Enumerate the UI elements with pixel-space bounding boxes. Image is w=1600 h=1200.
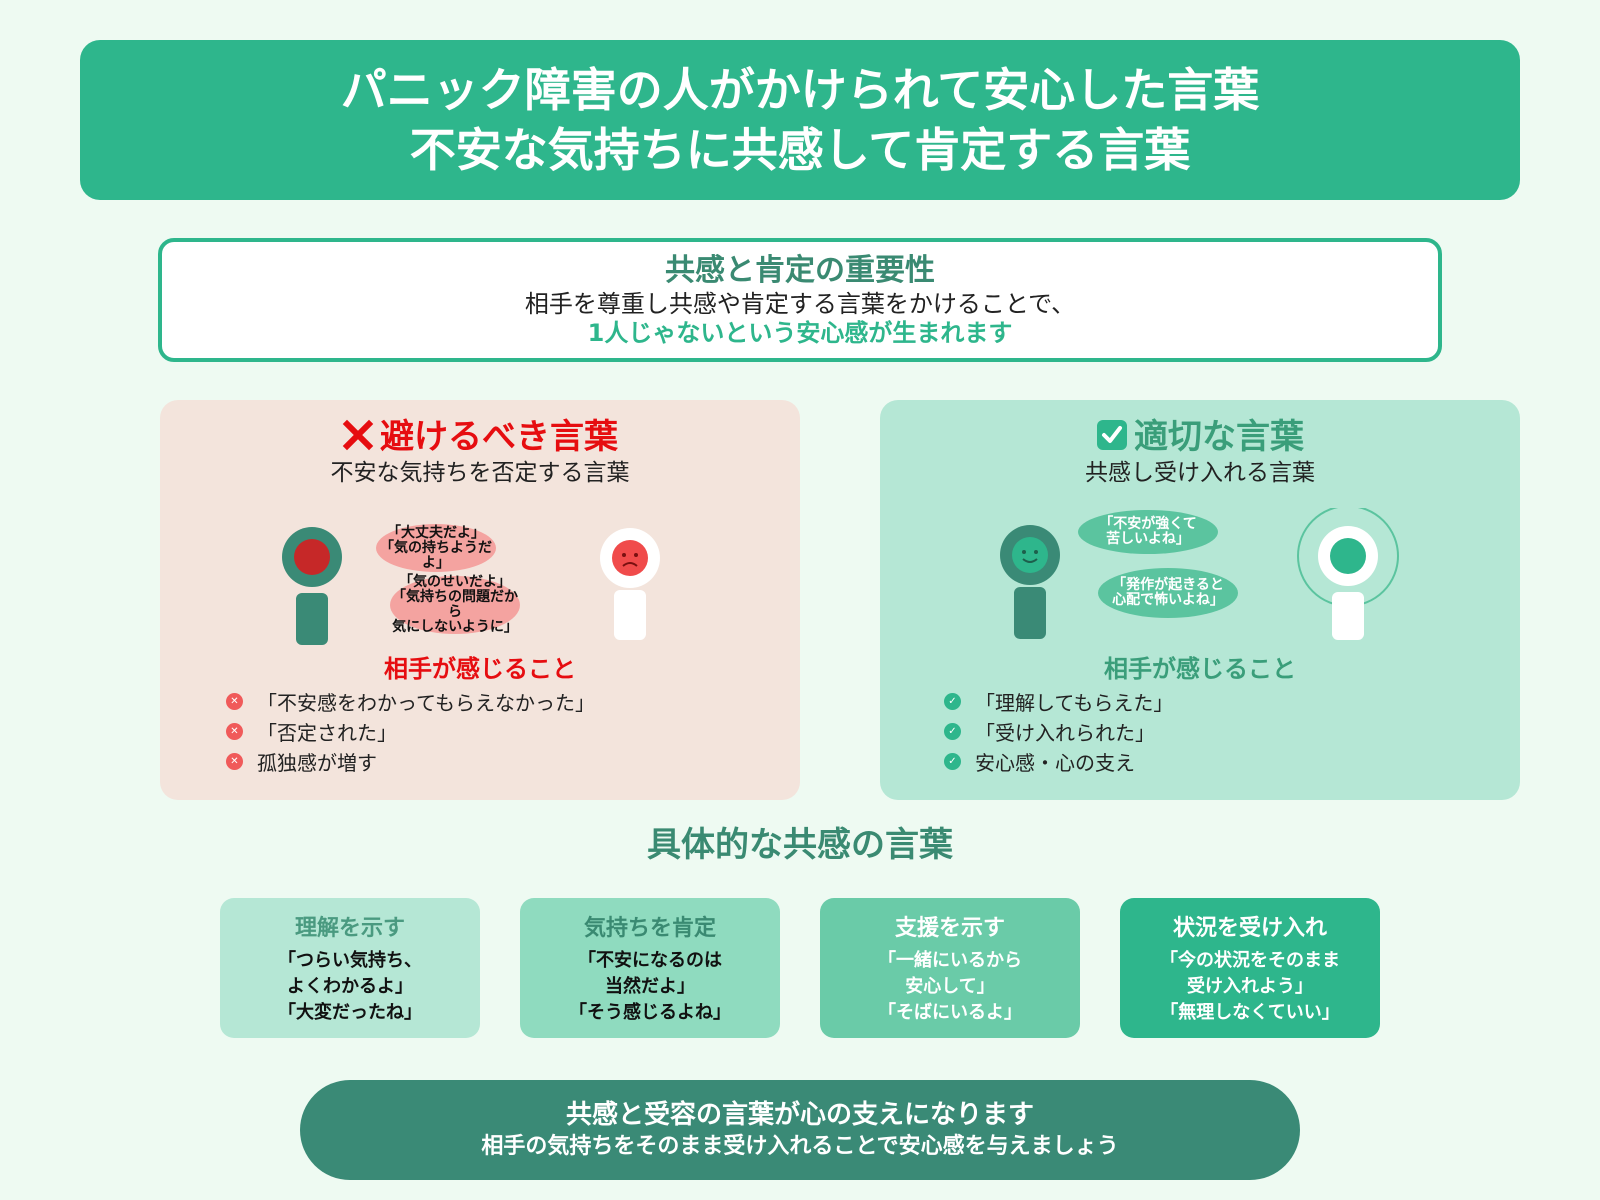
card-line: 「今の状況をそのまま	[1160, 950, 1340, 971]
speech-bubble: 「気のせいだよ」 「気持ちの問題だから 気にしないように」	[390, 574, 520, 635]
avoid-panel: 避けるべき言葉 不安な気持ちを否定する言葉 「大丈夫だよ」 「気の持ちようだよ」…	[160, 400, 800, 800]
card-title: 状況を受け入れ	[1172, 916, 1327, 941]
header-title-line1: パニック障害の人がかけられて安心した言葉	[340, 63, 1260, 117]
footer-line1: 共感と受容の言葉が心の支えになります	[565, 1100, 1034, 1130]
avoid-title: 避けるべき言葉	[380, 417, 618, 457]
list-item: ✕「否定された」	[226, 716, 595, 746]
card-line: 「そう感じるよね」	[569, 1002, 731, 1023]
speaker-figure	[282, 527, 342, 645]
list-item: ✕「不安感をわかってもらえなかった」	[226, 686, 595, 716]
header-banner: パニック障害の人がかけられて安心した言葉 不安な気持ちに共感して肯定する言葉	[80, 40, 1520, 200]
avoid-subtitle: 不安な気持ちを否定する言葉	[330, 460, 630, 486]
avoid-feel-title: 相手が感じること	[384, 655, 576, 683]
good-title: 適切な言葉	[1134, 417, 1304, 457]
card-line: 「一緒にいるから	[878, 950, 1022, 971]
check-circle-icon: ✓	[944, 692, 961, 710]
list-item: ✓「理解してもらえた」	[944, 686, 1173, 716]
phrase-card-accept: 状況を受け入れ 「今の状況をそのまま 受け入れよう」 「無理しなくていい」	[1120, 898, 1380, 1038]
section-title: 具体的な共感の言葉	[647, 825, 953, 865]
good-feel-list: ✓「理解してもらえた」 ✓「受け入れられた」 ✓安心感・心の支え	[944, 686, 1173, 776]
speech-bubble: 「大丈夫だよ」 「気の持ちようだよ」	[376, 524, 496, 572]
avoid-title-row: 避けるべき言葉	[160, 416, 800, 458]
check-mark-icon	[1097, 420, 1127, 450]
speech-bubble: 「発作が起きると 心配で怖いよね」	[1098, 568, 1238, 618]
footer-banner: 共感と受容の言葉が心の支えになります 相手の気持ちをそのまま受け入れることで安心…	[300, 1080, 1300, 1180]
x-circle-icon: ✕	[226, 722, 243, 740]
calm-listener-figure	[1297, 508, 1399, 640]
card-line: 安心して」	[905, 976, 995, 997]
importance-box: 共感と肯定の重要性 相手を尊重し共感や肯定する言葉をかけることで、 1人じゃない…	[158, 238, 1442, 362]
card-title: 支援を示す	[894, 916, 1005, 941]
check-circle-icon: ✓	[944, 752, 961, 770]
good-title-row: 適切な言葉	[880, 416, 1520, 458]
good-feel-title: 相手が感じること	[1104, 655, 1296, 683]
card-line: よくわかるよ」	[287, 976, 413, 997]
phrase-card-support: 支援を示す 「一緒にいるから 安心して」 「そばにいるよ」	[820, 898, 1080, 1038]
importance-title: 共感と肯定の重要性	[665, 253, 935, 288]
list-item: ✕孤独感が増す	[226, 746, 595, 776]
x-circle-icon: ✕	[226, 692, 243, 710]
card-title: 理解を示す	[294, 916, 405, 941]
x-circle-icon: ✕	[226, 752, 243, 770]
card-line: 「無理しなくていい」	[1160, 1002, 1340, 1023]
importance-highlight: 1人じゃないという安心感が生まれます	[587, 319, 1013, 347]
card-line: 「そばにいるよ」	[878, 1002, 1022, 1023]
speech-bubble: 「不安が強くて 苦しいよね」	[1078, 510, 1218, 554]
footer-line2: 相手の気持ちをそのまま受け入れることで安心感を与えましょう	[481, 1134, 1119, 1159]
card-line: 「つらい気持ち、	[278, 950, 422, 971]
cross-mark-icon	[342, 419, 374, 451]
phrase-card-understanding: 理解を示す 「つらい気持ち、 よくわかるよ」 「大変だったね」	[220, 898, 480, 1038]
list-item: ✓安心感・心の支え	[944, 746, 1173, 776]
card-line: 受け入れよう」	[1187, 976, 1313, 997]
phrase-card-affirm: 気持ちを肯定 「不安になるのは 当然だよ」 「そう感じるよね」	[520, 898, 780, 1038]
avoid-feel-list: ✕「不安感をわかってもらえなかった」 ✕「否定された」 ✕孤独感が増す	[226, 686, 595, 776]
check-circle-icon: ✓	[944, 722, 961, 740]
good-subtitle: 共感し受け入れる言葉	[1085, 460, 1315, 486]
card-line: 当然だよ」	[605, 976, 695, 997]
good-panel: 適切な言葉 共感し受け入れる言葉 「不安が強くて 苦しいよね」 「発作が起きると…	[880, 400, 1520, 800]
card-title: 気持ちを肯定	[583, 916, 716, 941]
card-line: 「不安になるのは	[578, 950, 722, 971]
importance-body: 相手を尊重し共感や肯定する言葉をかけることで、	[524, 290, 1076, 318]
header-title-line2: 不安な気持ちに共感して肯定する言葉	[409, 123, 1191, 177]
card-line: 「大変だったね」	[278, 1002, 422, 1023]
list-item: ✓「受け入れられた」	[944, 716, 1173, 746]
speaker-figure	[1000, 525, 1060, 639]
sad-listener-figure	[600, 528, 660, 640]
